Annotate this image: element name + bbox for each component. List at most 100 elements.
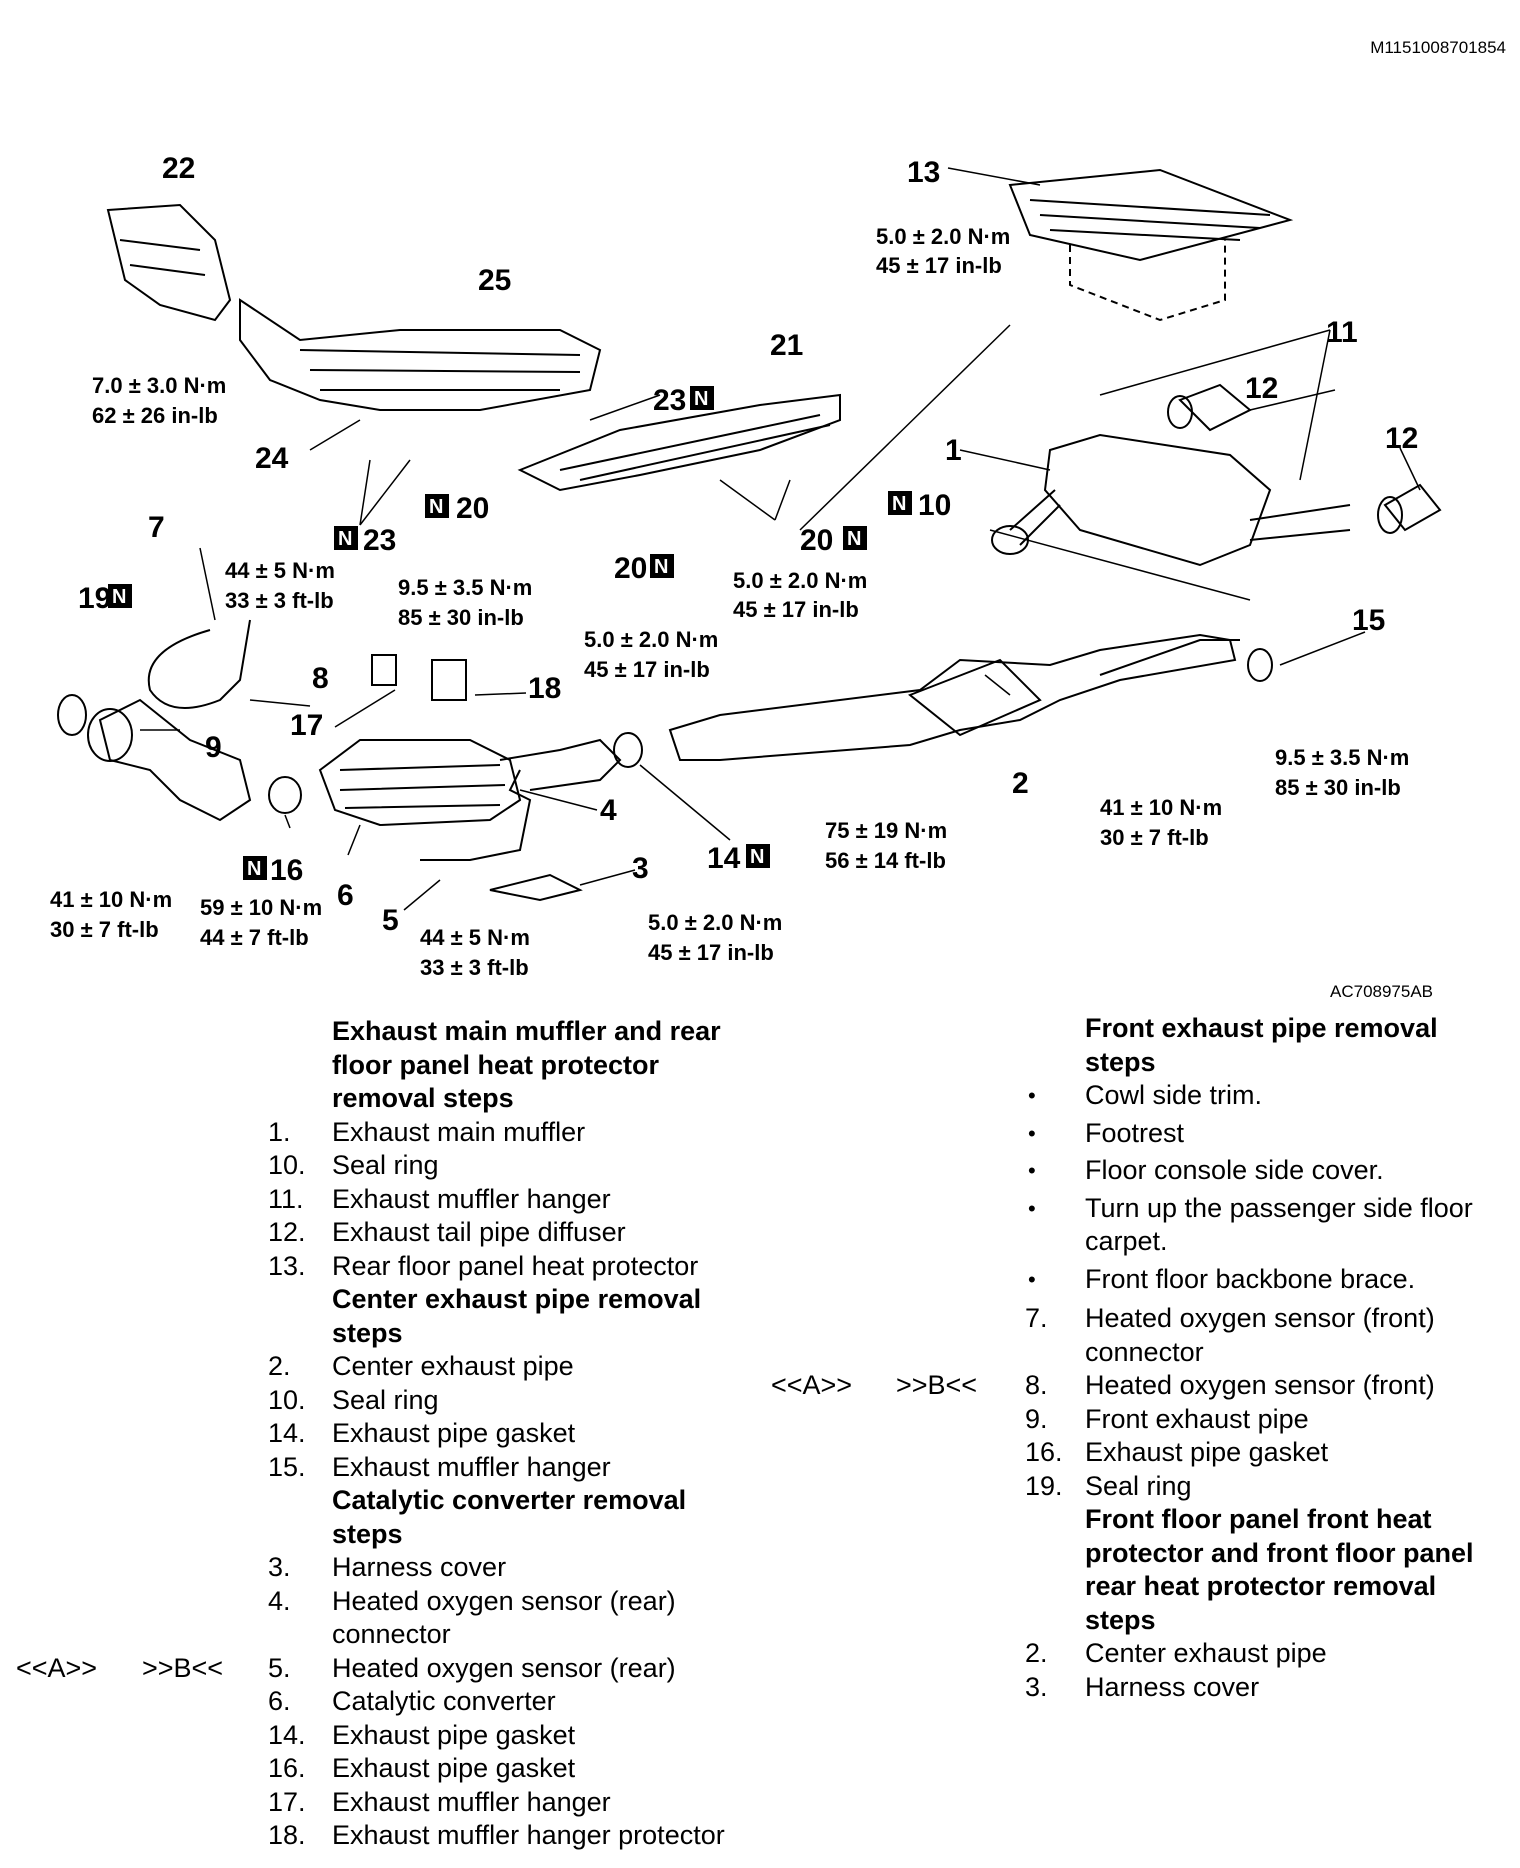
n-marker-20-right	[843, 526, 867, 550]
step-item: 13. Rear floor panel heat protector	[0, 1250, 760, 1284]
callout-5: 5	[382, 904, 399, 937]
step-item: 11.Exhaust muffler hanger	[0, 1183, 760, 1217]
bullet-icon: •	[1028, 1158, 1036, 1183]
step-item: 10. Seal ring	[0, 1149, 760, 1183]
step-text: Exhaust muffler hanger	[332, 1451, 611, 1482]
part-9-front-pipe	[98, 698, 252, 822]
torque-7-nm: 9.5 ± 3.5 N·m	[1275, 745, 1409, 770]
step-number: 2.	[1025, 1638, 1048, 1668]
step-item: 17.Exhaust muffler hanger	[0, 1786, 760, 1820]
step-number: 9.	[1025, 1403, 1048, 1434]
callout-24: 24	[255, 442, 289, 475]
step-item: 4.Heated oxygen sensor (rear) connector	[0, 1585, 760, 1652]
torque-8-nm: 41 ± 10 N·m	[50, 887, 172, 912]
callout-2: 2	[1012, 767, 1029, 800]
part-13-heat-protector	[1008, 168, 1294, 262]
bullet-text: Footrest	[1085, 1117, 1185, 1148]
callout-3: 3	[632, 852, 649, 885]
svg-text:N: N	[892, 493, 906, 515]
step-heading-front-pipe: Front exhaust pipe removal steps	[1085, 1013, 1438, 1077]
step-item: 16.Exhaust pipe gasket	[0, 1752, 760, 1786]
step-text: Rear floor panel heat protector	[332, 1250, 699, 1281]
part-2-center-pipe	[668, 633, 1237, 761]
svg-text:N: N	[429, 496, 443, 518]
step-heading-center-pipe: Center exhaust pipe removal steps	[332, 1284, 702, 1348]
step-number: 10.	[268, 1384, 306, 1415]
left-steps-column: Exhaust main muffler and rear floor pane…	[0, 1015, 760, 1853]
bullet-item: •Turn up the passenger side floor carpet…	[760, 1192, 1520, 1259]
callout-1: 1	[945, 434, 962, 467]
torque-9-nm: 75 ± 19 N·m	[825, 818, 947, 843]
step-item-ref: <<A>> >>B<< 5. Heated oxygen sensor (rea…	[0, 1652, 760, 1686]
callout-20-mid: 20	[614, 552, 647, 585]
step-number: 3.	[1025, 1671, 1048, 1702]
step-number: 11.	[268, 1183, 304, 1214]
torque-1-nm: 7.0 ± 3.0 N·m	[92, 373, 226, 398]
step-item: 15. Exhaust muffler hanger	[0, 1451, 760, 1485]
step-number: 13.	[268, 1250, 306, 1281]
step-text: Heated oxygen sensor (front) connector	[1085, 1303, 1435, 1367]
callout-20-left: 20	[456, 492, 489, 525]
step-text: Exhaust pipe gasket	[332, 1719, 576, 1750]
right-steps-column: Front exhaust pipe removal steps •Cowl s…	[760, 1012, 1520, 1704]
torque-12-imperial: 33 ± 3 ft-lb	[420, 955, 529, 980]
part-15-hanger	[1247, 648, 1273, 682]
callout-16: 16	[270, 854, 303, 887]
bullet-item: • Footrest	[760, 1117, 1520, 1151]
torque-3-imperial: 33 ± 3 ft-lb	[225, 588, 334, 613]
torque-9-imperial: 56 ± 14 ft-lb	[825, 848, 946, 873]
step-number: 1.	[268, 1116, 291, 1147]
torque-2-nm: 5.0 ± 2.0 N·m	[876, 224, 1010, 249]
step-item: 16.Exhaust pipe gasket	[760, 1436, 1520, 1470]
torque-13-imperial: 45 ± 17 in-lb	[648, 940, 774, 965]
step-text: Seal ring	[332, 1150, 439, 1180]
step-text: Heated oxygen sensor (rear)	[332, 1652, 676, 1683]
callout-4: 4	[600, 794, 617, 827]
torque-3-nm: 44 ± 5 N·m	[225, 558, 335, 583]
n-marker-23-bottom	[334, 526, 358, 550]
step-heading-muffler: Exhaust main muffler and rear floor pane…	[332, 1016, 721, 1113]
bullet-list: •Cowl side trim.•Footrest•Floor console …	[760, 1079, 1520, 1296]
bullet-icon: •	[1028, 1120, 1036, 1146]
n-marker-20-left	[425, 494, 449, 518]
step-number: 10.	[268, 1150, 306, 1180]
bullet-text: Front floor backbone brace.	[1085, 1263, 1416, 1294]
step-text: Heated oxygen sensor (front)	[1085, 1370, 1435, 1400]
step-item: 1.Exhaust main muffler	[0, 1116, 760, 1150]
part-16-gasket	[268, 776, 302, 814]
step-number: 8.	[1025, 1370, 1048, 1400]
part-19-seal-ring	[57, 694, 87, 736]
svg-text:N: N	[694, 388, 708, 410]
figure-id: AC708975AB	[1330, 982, 1434, 1001]
torque-4-imperial: 85 ± 30 in-lb	[398, 605, 524, 630]
step-number: 4.	[268, 1585, 291, 1616]
step-number: 18.	[268, 1820, 306, 1850]
svg-text:N: N	[847, 528, 861, 550]
step-item: 19.Seal ring	[760, 1470, 1520, 1504]
step-text: Catalytic converter	[332, 1686, 556, 1716]
callout-9: 9	[205, 731, 222, 764]
document-id: M1151008701854	[1370, 38, 1506, 57]
step-text: Exhaust muffler hanger protector	[332, 1820, 725, 1850]
step-number: 3.	[268, 1552, 291, 1582]
ref-b-label: >>B<<	[896, 1370, 978, 1400]
svg-text:N: N	[112, 586, 126, 608]
part-5-oxygen-sensor-harness	[420, 769, 532, 861]
bullet-icon: •	[1028, 1083, 1036, 1108]
step-number: 14.	[268, 1719, 306, 1750]
part-17-hanger	[371, 654, 397, 686]
part-21-heat-protector	[517, 393, 841, 492]
step-heading-catalytic: Catalytic converter removal steps	[332, 1485, 687, 1549]
torque-1-imperial: 62 ± 26 in-lb	[92, 403, 218, 428]
torque-8-imperial: 30 ± 7 ft-lb	[50, 917, 159, 942]
step-number: 5.	[268, 1652, 291, 1683]
step-number: 15.	[268, 1451, 306, 1482]
step-text: Front exhaust pipe	[1085, 1403, 1309, 1434]
ref-b-label: >>B<<	[142, 1652, 224, 1683]
callout-12-top: 12	[1245, 372, 1278, 405]
torque-5-nm: 5.0 ± 2.0 N·m	[733, 568, 867, 593]
part-7-oxygen-sensor-harness	[147, 619, 251, 709]
step-number: 14.	[268, 1418, 306, 1448]
callout-25: 25	[478, 264, 511, 297]
